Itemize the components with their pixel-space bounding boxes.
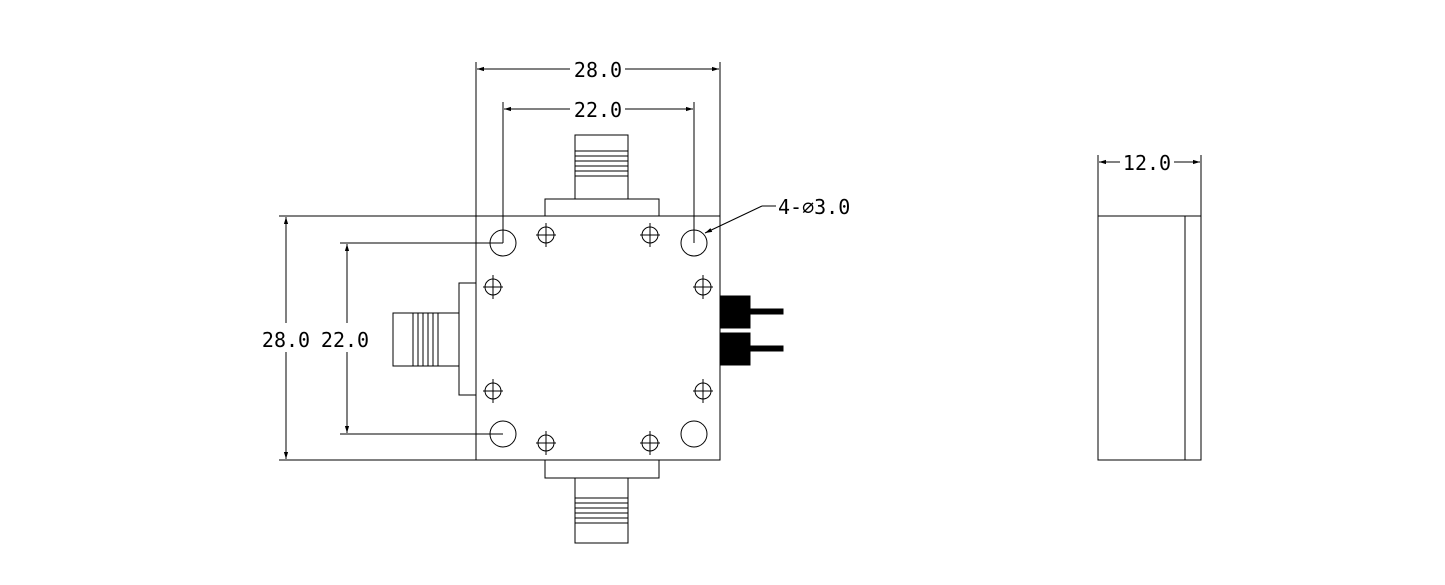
left-sma-connector xyxy=(392,282,477,396)
dim-left-inner: 22.0 xyxy=(321,242,503,435)
dim-left-inner-label: 22.0 xyxy=(321,328,369,352)
dim-side-depth: 12.0 xyxy=(1097,151,1202,216)
dim-side-depth-label: 12.0 xyxy=(1123,151,1171,175)
side-body xyxy=(1097,215,1202,461)
dim-top-outer-label: 28.0 xyxy=(574,58,622,82)
bottom-sma-connector xyxy=(544,459,660,544)
side-view: 12.0 xyxy=(1097,151,1202,461)
right-feedthrough-pins xyxy=(719,295,784,366)
top-sma-connector xyxy=(544,134,660,217)
dim-top-inner-label: 22.0 xyxy=(574,98,622,122)
front-view: 28.0 22.0 28.0 22.0 xyxy=(262,58,850,544)
dim-left-outer-label: 28.0 xyxy=(262,328,310,352)
mounting-holes xyxy=(489,229,708,448)
dim-top-outer: 28.0 xyxy=(475,58,721,216)
hole-callout: 4-⌀3.0 xyxy=(704,195,850,234)
hole-bottom-right xyxy=(680,420,708,448)
dim-left-outer: 28.0 xyxy=(262,215,476,461)
hole-callout-label: 4-⌀3.0 xyxy=(778,195,850,219)
dim-top-inner: 22.0 xyxy=(502,98,695,243)
housing-body xyxy=(475,215,721,461)
cover-screws xyxy=(483,223,713,455)
